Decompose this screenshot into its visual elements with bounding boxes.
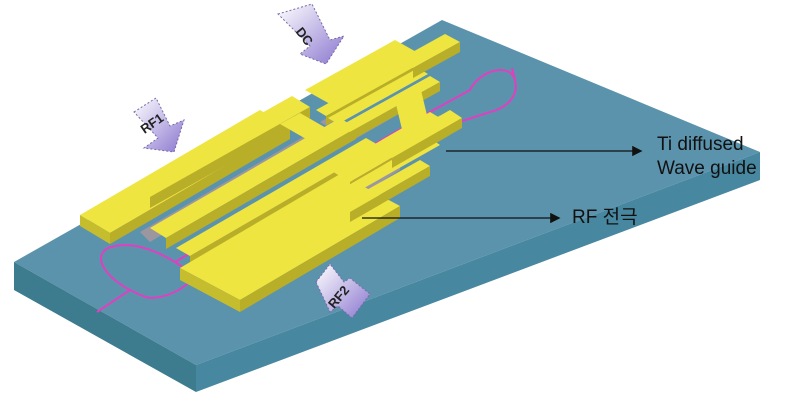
waveguide-label-line1: Ti diffused xyxy=(657,134,744,155)
substrate-front xyxy=(14,262,196,392)
rf-electrode xyxy=(80,96,450,312)
rf2-arrow: RF2 xyxy=(315,263,371,319)
waveguide-label: Ti diffused Wave guide xyxy=(657,133,757,181)
dc-electrode xyxy=(305,34,462,168)
waveguide-label-line2: Wave guide xyxy=(657,158,757,179)
rf1-arrow: RF1 xyxy=(133,97,185,153)
rf-electrode-label: RF 전극 xyxy=(572,207,638,228)
dc-arrow: DC xyxy=(277,3,346,65)
substrate-side xyxy=(196,152,760,392)
